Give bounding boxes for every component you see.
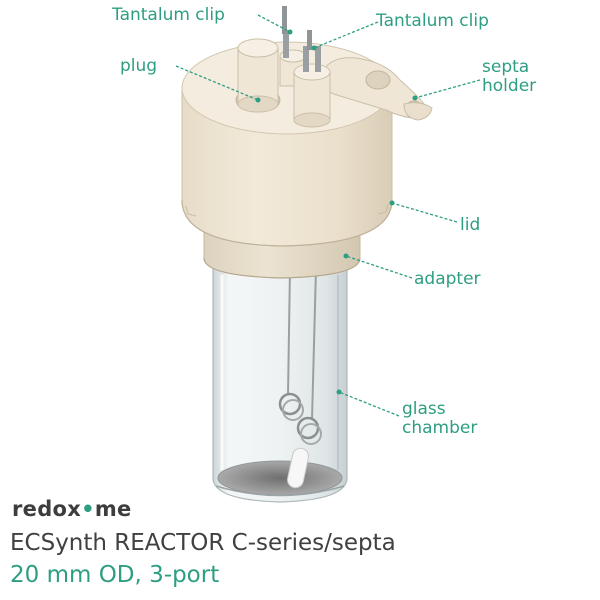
plug-left	[237, 38, 279, 113]
stir-bar	[287, 447, 309, 489]
label-septa-holder: septa holder	[482, 58, 536, 96]
septa-holder-part	[319, 57, 433, 121]
leader-lines	[175, 14, 481, 417]
label-glass-chamber-line2: chamber	[402, 418, 478, 438]
plug-right	[293, 46, 331, 128]
brand-part1: redox	[12, 497, 82, 521]
label-septa-holder-line2: holder	[482, 76, 537, 96]
label-septa-holder-line1: septa	[482, 57, 530, 77]
plug-back	[282, 6, 312, 50]
brand-logo: redox•me	[12, 497, 132, 521]
label-glass-chamber: glass chamber	[402, 400, 477, 438]
label-plug: plug	[120, 56, 158, 76]
electrode-wires	[278, 267, 322, 445]
label-glass-chamber-line1: glass	[402, 399, 446, 419]
glass-chamber	[212, 261, 348, 503]
brand-dot: •	[81, 497, 95, 521]
label-tantalum-clip-right: Tantalum clip	[376, 11, 489, 31]
label-adapter: adapter	[414, 269, 481, 289]
caption-subtitle: 20 mm OD, 3-port	[10, 562, 220, 588]
brand-part2: me	[94, 497, 132, 521]
label-tantalum-clip-left: Tantalum clip	[112, 5, 225, 25]
label-lid: lid	[460, 215, 481, 235]
caption-title: ECSynth REACTOR C-series/septa	[10, 530, 396, 556]
